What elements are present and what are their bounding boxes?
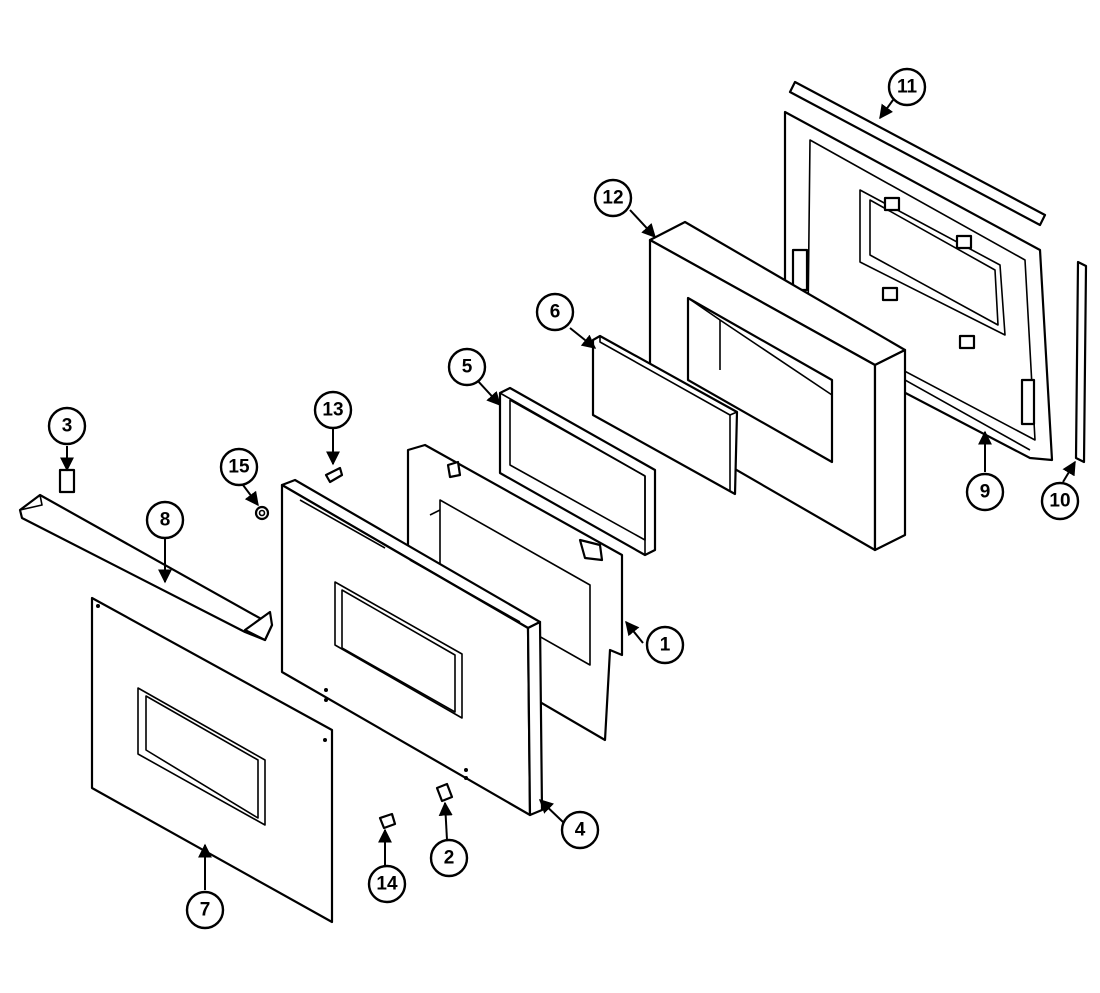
callout-3: 3	[47, 406, 87, 446]
part-14-screw	[378, 812, 397, 830]
part-7-outer-door-panel	[90, 596, 334, 924]
callout-9-label: 9	[980, 482, 991, 503]
callout-11: 11	[887, 67, 927, 107]
callout-8-label: 8	[160, 510, 171, 531]
callout-2-label: 2	[444, 848, 455, 869]
callout-14: 14	[367, 864, 407, 904]
callout-1-label: 1	[660, 635, 671, 656]
part-2-clip	[435, 782, 454, 803]
callout-12: 12	[593, 178, 633, 218]
callout-3-label: 3	[62, 416, 73, 437]
part-10-side-trim	[1074, 260, 1088, 464]
part-9-inner-door-panel	[783, 110, 1054, 462]
part-3-clip	[58, 468, 76, 494]
part-12-door-frame	[648, 220, 907, 552]
part-15-nut	[254, 505, 270, 521]
callout-8: 8	[145, 500, 185, 540]
callout-7-label: 7	[200, 900, 211, 921]
callout-15: 15	[219, 447, 259, 487]
callout-10-label: 10	[1049, 491, 1070, 512]
callout-4: 4	[560, 810, 600, 850]
callout-7: 7	[185, 890, 225, 930]
callout-12-label: 12	[602, 188, 623, 209]
callout-11-label: 11	[897, 77, 918, 98]
callout-13-label: 13	[322, 400, 343, 421]
callout-1: 1	[645, 625, 685, 665]
part-11-top-trim	[788, 80, 1047, 227]
callout-6-label: 6	[550, 302, 561, 323]
part-4-door-panel	[280, 478, 544, 817]
callout-9: 9	[965, 472, 1005, 512]
callout-5-label: 5	[462, 357, 473, 378]
callout-2: 2	[429, 838, 469, 878]
callout-13: 13	[313, 390, 353, 430]
callout-14-label: 14	[376, 874, 398, 895]
callout-5: 5	[447, 347, 487, 387]
part-8-handle	[18, 493, 274, 642]
callouts: 1 2 3 4 5 6 7 8	[47, 67, 1080, 930]
callout-4-label: 4	[575, 820, 586, 841]
part-13-screw	[324, 466, 344, 484]
part-5-window-frame	[498, 386, 657, 557]
callout-10: 10	[1040, 481, 1080, 521]
callout-15-label: 15	[228, 457, 250, 478]
callout-6: 6	[535, 292, 575, 332]
part-6-glass-pane	[591, 334, 739, 496]
leader-lines	[60, 99, 1076, 890]
door-panel-slots	[299, 499, 521, 623]
